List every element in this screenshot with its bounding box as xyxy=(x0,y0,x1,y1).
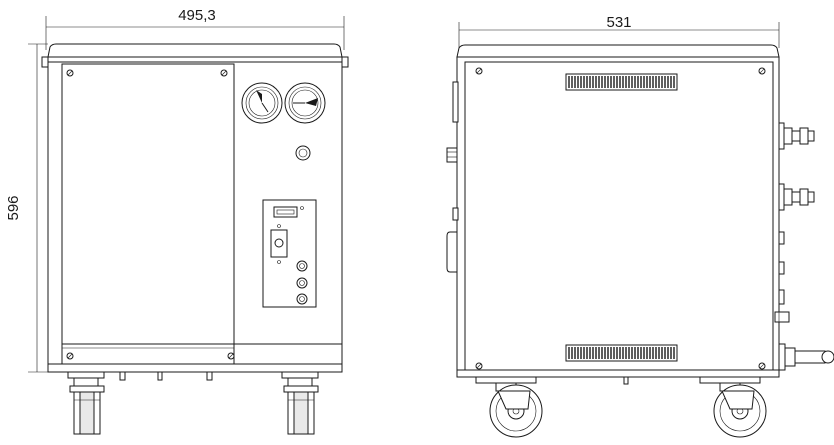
front-width-dimension: 495,3 xyxy=(45,7,345,50)
door-screws xyxy=(66,69,235,360)
button-2 xyxy=(296,277,308,289)
front-door-panel xyxy=(61,63,235,371)
vent-grille-top xyxy=(565,73,678,91)
control-panel xyxy=(262,199,317,308)
side-width-dimension: 531 xyxy=(458,14,780,48)
front-width-label: 495,3 xyxy=(178,7,216,24)
front-height-label: 596 xyxy=(5,195,22,220)
water-connection-upper xyxy=(778,122,815,150)
button-1 xyxy=(296,260,308,272)
side-lid xyxy=(456,44,780,58)
water-connection-middle xyxy=(778,183,815,211)
side-panel xyxy=(464,61,774,373)
side-view: 531 xyxy=(446,14,834,438)
front-bracket-right xyxy=(341,56,349,68)
display-window xyxy=(273,206,298,218)
front-lid xyxy=(47,43,343,58)
pressure-gauge-left xyxy=(241,82,283,124)
front-height-dimension: 596 xyxy=(5,43,70,373)
front-caster-right xyxy=(281,371,319,435)
front-view: 495,3 596 xyxy=(5,7,349,435)
front-caster-left xyxy=(67,371,105,435)
side-left-fittings xyxy=(446,81,459,273)
indicator-lamp xyxy=(295,145,311,161)
front-bracket-left xyxy=(41,56,49,68)
front-base xyxy=(47,363,343,373)
side-caster-right xyxy=(699,376,767,438)
base-fittings xyxy=(119,371,213,381)
button-3 xyxy=(296,293,308,305)
side-caster-left xyxy=(475,376,543,438)
side-panel-screws xyxy=(475,67,766,370)
vent-grille-bottom xyxy=(565,344,678,362)
side-right-ports xyxy=(774,231,790,323)
side-base xyxy=(456,369,780,378)
side-base-fitting xyxy=(623,376,629,385)
pressure-gauge-right xyxy=(284,82,326,124)
drain-connection-lower xyxy=(778,343,834,371)
side-width-label: 531 xyxy=(606,14,631,31)
